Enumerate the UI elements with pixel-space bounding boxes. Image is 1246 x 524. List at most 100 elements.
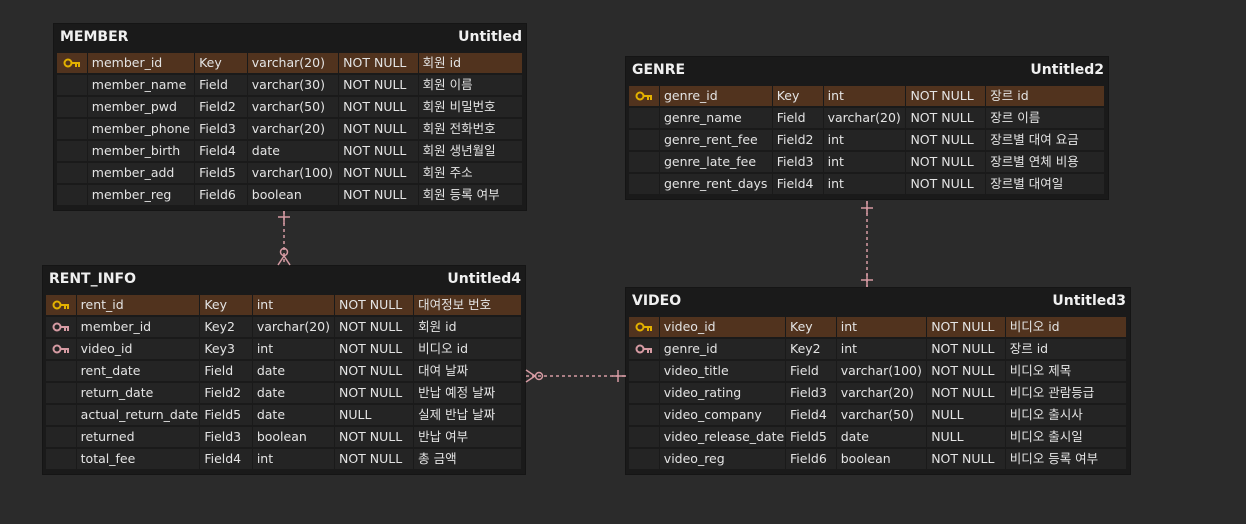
column-kind-cell: Field4 (200, 449, 252, 469)
column-field-cell: video_id (76, 339, 200, 359)
column-comment-cell: 회원 비밀번호 (418, 97, 522, 117)
key-cell (629, 152, 659, 172)
foreign-key-icon (52, 322, 69, 332)
column-kind-cell: Field3 (195, 119, 247, 139)
column-null-cell: NOT NULL (927, 361, 1005, 381)
column-null-cell: NOT NULL (906, 108, 986, 128)
column-kind-cell: Key2 (200, 317, 252, 337)
column-kind-cell: Field (195, 75, 247, 95)
column-type-cell: date (252, 383, 334, 403)
key-cell (46, 361, 76, 381)
key-cell (46, 295, 76, 315)
foreign-key-icon (52, 344, 69, 354)
column-null-cell: NOT NULL (906, 174, 986, 194)
column-field-cell: total_fee (76, 449, 200, 469)
primary-key-icon (52, 300, 69, 310)
column-kind-cell: Field3 (786, 383, 836, 403)
table-title: Untitled (458, 29, 522, 45)
column-field-cell: member_add (87, 163, 195, 183)
column-type-cell: varchar(30) (247, 75, 339, 95)
table-header[interactable]: GENRE Untitled2 (626, 57, 1108, 83)
column-comment-cell: 비디오 관람등급 (1005, 383, 1126, 403)
column-kind-cell: Key (772, 86, 823, 106)
column-type-cell: int (823, 86, 906, 106)
table-header[interactable]: VIDEO Untitled3 (626, 288, 1130, 314)
key-cell (629, 361, 659, 381)
column-field-cell: member_name (87, 75, 195, 95)
column-comment-cell: 장르 이름 (986, 108, 1105, 128)
relationship-genre-video[interactable] (861, 201, 873, 287)
column-comment-cell: 비디오 id (1005, 317, 1126, 337)
column-kind-cell: Field6 (786, 449, 836, 469)
column-field-cell: video_release_date (659, 427, 786, 447)
column-field-cell: genre_id (659, 339, 786, 359)
key-cell (629, 405, 659, 425)
column-comment-cell: 반납 예정 날짜 (414, 383, 522, 403)
column-type-cell: varchar(20) (823, 108, 906, 128)
table-header[interactable]: MEMBER Untitled (54, 24, 526, 50)
column-field-cell: video_title (659, 361, 786, 381)
relationship-video-rent-info[interactable] (525, 369, 626, 383)
column-null-cell: NOT NULL (906, 130, 986, 150)
key-cell (629, 383, 659, 403)
column-type-cell: int (836, 317, 927, 337)
column-type-cell: int (823, 174, 906, 194)
table-name: VIDEO (632, 293, 682, 309)
column-null-cell: NOT NULL (334, 317, 414, 337)
column-kind-cell: Field4 (786, 405, 836, 425)
relationship-member-rent-info[interactable] (277, 211, 291, 266)
column-kind-cell: Field4 (195, 141, 247, 161)
column-comment-cell: 비디오 id (414, 339, 522, 359)
key-cell (46, 405, 76, 425)
column-null-cell: NULL (927, 427, 1005, 447)
column-null-cell: NOT NULL (334, 339, 414, 359)
column-type-cell: varchar(20) (252, 317, 334, 337)
column-type-cell: date (252, 361, 334, 381)
column-field-cell: member_pwd (87, 97, 195, 117)
column-kind-cell: Field (786, 361, 836, 381)
column-kind-cell: Field2 (195, 97, 247, 117)
column-kind-cell: Field (772, 108, 823, 128)
column-field-cell: member_reg (87, 185, 195, 205)
table-header[interactable]: RENT_INFO Untitled4 (43, 266, 525, 292)
key-cell (629, 108, 659, 128)
column-comment-cell: 비디오 제목 (1005, 361, 1126, 381)
table-name: RENT_INFO (49, 271, 137, 287)
column-comment-cell: 회원 주소 (418, 163, 522, 183)
column-field-cell: genre_late_fee (659, 152, 772, 172)
column-null-cell: NOT NULL (339, 75, 418, 95)
